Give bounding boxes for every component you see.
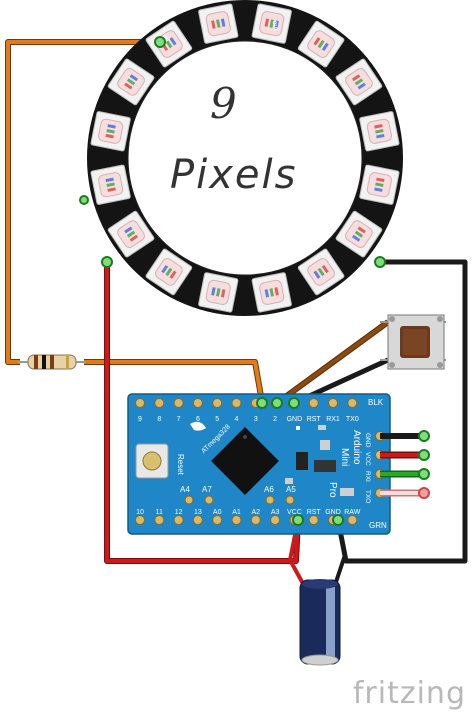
grn-label: GRN: [369, 521, 387, 530]
bottom-pin-label: A3: [271, 509, 280, 516]
top-pin-hole: [328, 398, 338, 408]
pin2-connection: [271, 397, 283, 409]
mid-label-a5: A5: [286, 485, 296, 494]
top-pin-label: TX0: [346, 416, 359, 423]
led-pixel: [90, 164, 131, 205]
side-header-wires: [380, 430, 430, 499]
side-pin-label: RXI: [364, 471, 371, 482]
blk-label: BLK: [368, 398, 384, 407]
top-pin-label: 4: [235, 416, 239, 423]
mid-label-a6: A6: [264, 485, 274, 494]
led-pixel: [107, 210, 155, 258]
ring-gnd-pad: [374, 256, 386, 268]
vcc-connection: [292, 514, 304, 526]
ring-vplus-pad: [101, 256, 113, 268]
resistor: [18, 354, 86, 370]
bottom-pin-label: RAW: [344, 509, 360, 516]
top-pin-hole: [212, 398, 223, 408]
atmega-chip: [211, 427, 279, 495]
bottom-pin-label: A2: [252, 509, 261, 516]
bottom-pin-hole: [270, 515, 281, 525]
led-pixel: [145, 248, 193, 296]
arduino-logo-mark: [190, 421, 206, 431]
top-pin-hole: [231, 398, 242, 408]
led-pixel: [335, 210, 383, 258]
ring-in-pad: [154, 36, 166, 48]
reset-label: Reset: [176, 454, 185, 476]
fritzing-brand: fritzing: [352, 676, 466, 711]
bottom-pin-label: 12: [175, 509, 183, 516]
top-pin-label: 6: [196, 416, 200, 423]
bottom-pin-hole: [192, 515, 203, 525]
board-model-mini: Mini: [339, 448, 350, 466]
bottom-pin-hole: [231, 515, 242, 525]
gnd-pin-label: G: [367, 256, 378, 267]
led-pixel: [251, 3, 292, 44]
top-pin-hole: [347, 398, 358, 408]
top-pin-hole: [135, 398, 145, 408]
bottom-pin-hole: [212, 515, 223, 525]
top-pin-label: 9: [138, 416, 142, 423]
ring-unused-pad: [79, 195, 89, 205]
top-pin-hole: [173, 398, 184, 408]
bottom-pin-label: VCC: [287, 509, 302, 516]
led-pixel: [90, 111, 131, 152]
bottom-pin-hole: [308, 515, 319, 525]
out-pin-label: out: [271, 20, 280, 31]
led-pixel: [198, 3, 239, 44]
bottom-pin-hole: [173, 515, 184, 525]
top-pin-label: 8: [157, 416, 161, 423]
board-brand-text: Arduino: [351, 430, 362, 465]
side-pin-label: TXO: [364, 490, 371, 503]
top-pin-hole: [154, 398, 165, 408]
pin3-connection: [256, 397, 268, 409]
in-pin-label: IN: [159, 32, 171, 44]
led-pixel: [335, 58, 383, 106]
top-pin-label: 2: [273, 416, 277, 423]
top-pin-label: 7: [177, 416, 181, 423]
top-pin-label: RST: [307, 416, 322, 423]
top-pin-label: RX1: [326, 416, 340, 423]
bottom-pin-label: A1: [232, 509, 241, 516]
led-pixel: [145, 20, 193, 68]
gnd-top-connection: [288, 397, 300, 409]
electrolytic-capacitor: [299, 579, 341, 666]
top-pin-hole: [308, 398, 319, 408]
bottom-pin-hole: [347, 515, 358, 525]
bottom-pin-label: A0: [213, 509, 222, 516]
led-pixel: [107, 58, 155, 106]
bottom-pin-label: 13: [194, 509, 202, 516]
mid-label-a4: A4: [180, 485, 190, 494]
bottom-pin-hole: [154, 515, 165, 525]
ring-handwritten-text: Pixels: [170, 152, 297, 198]
bottom-pin-label: GND: [325, 509, 341, 516]
led-pixel: [297, 248, 345, 296]
led-pixel: [359, 164, 400, 205]
side-pin-label: VCC: [364, 452, 371, 466]
bottom-pin-hole: [250, 515, 261, 525]
side-pin-label: GND: [364, 433, 371, 448]
led-pixel: [359, 111, 400, 152]
top-pin-label: 3: [254, 416, 258, 423]
neopixel-ring: IN out V+ G 9 Pixels: [87, 0, 403, 316]
gnd-bottom-connection: [332, 514, 344, 526]
bottom-pin-hole: [135, 515, 145, 525]
top-pin-label: GND: [287, 416, 303, 423]
led-pixel: [198, 272, 239, 313]
bottom-pin-label: RST: [307, 509, 322, 516]
top-pin-hole: [192, 398, 203, 408]
push-button: [380, 314, 446, 370]
led-pixel: [251, 272, 292, 313]
top-pin-label: 5: [215, 416, 219, 423]
bottom-pin-label: 10: [136, 509, 144, 516]
mid-label-a7: A7: [202, 485, 212, 494]
led-pixel: [297, 20, 345, 68]
bottom-pin-label: 11: [156, 509, 163, 516]
ring-handwritten-number: 9: [210, 79, 237, 128]
board-model-pro: Pro: [327, 482, 338, 498]
